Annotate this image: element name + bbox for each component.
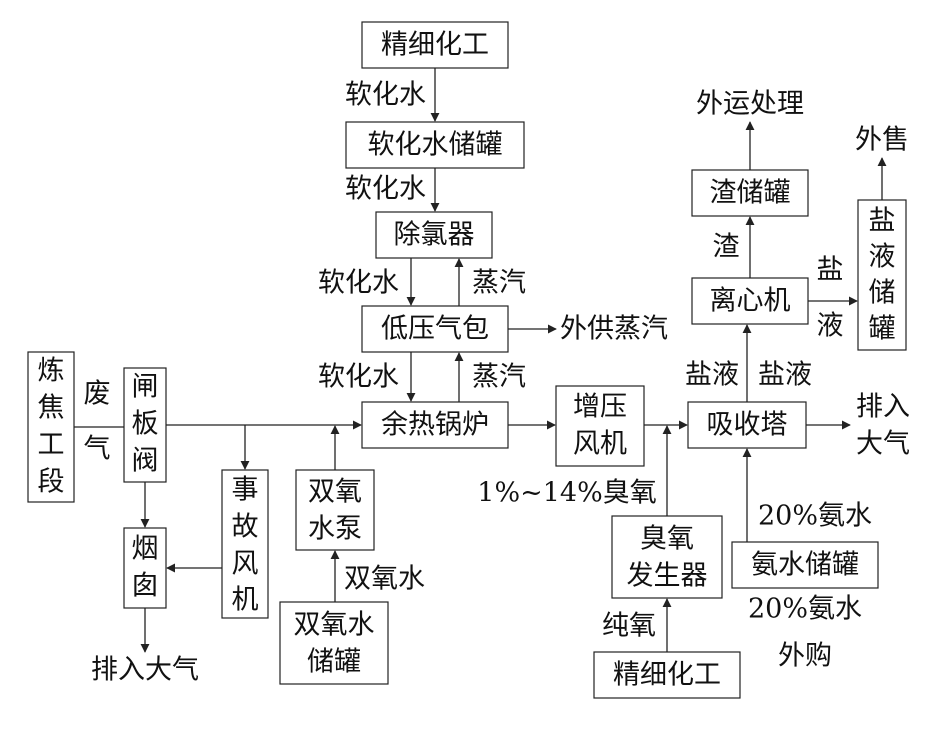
- label-to-atmosphere-right-1: 排入: [856, 392, 910, 423]
- node-fine-chemical-bottom: 精细化工: [593, 651, 741, 699]
- svg-text:精细化工: 精细化工: [613, 660, 721, 691]
- svg-text:水泵: 水泵: [308, 514, 362, 545]
- svg-text:工: 工: [38, 430, 65, 461]
- node-h2o2-pump: 双氧 水泵: [295, 469, 375, 551]
- node-gate-valve: 闸 板 阀: [123, 367, 167, 483]
- node-brine-storage-tank: 盐 液 储 罐: [857, 199, 907, 351]
- label-to-atmosphere-bottom: 排入大气: [91, 655, 199, 686]
- svg-text:发生器: 发生器: [627, 561, 708, 592]
- svg-text:除氯器: 除氯器: [394, 220, 475, 251]
- svg-text:氨水储罐: 氨水储罐: [751, 550, 859, 581]
- svg-text:段: 段: [38, 467, 65, 498]
- label-to-atmosphere-right-2: 大气: [856, 429, 910, 460]
- flow-lines: [74, 68, 887, 653]
- svg-text:故: 故: [232, 512, 259, 543]
- node-emergency-fan: 事 故 风 机: [221, 469, 269, 619]
- label-brine-vertical-2: 液: [817, 311, 844, 342]
- node-centrifuge: 离心机: [691, 277, 809, 325]
- svg-text:囱: 囱: [132, 571, 159, 602]
- svg-text:液: 液: [869, 242, 896, 273]
- label-waste-gas-2: 气: [84, 434, 111, 465]
- svg-text:低压气包: 低压气包: [381, 314, 489, 345]
- node-residue-tank: 渣储罐: [691, 169, 809, 217]
- node-low-pressure-drum: 低压气包: [361, 305, 509, 353]
- label-external-steam: 外供蒸汽: [560, 314, 668, 345]
- label-soft-water-1: 软化水: [345, 80, 426, 111]
- svg-text:精细化工: 精细化工: [381, 30, 489, 61]
- svg-text:盐: 盐: [869, 206, 896, 237]
- label-hydrogen-peroxide: 双氧水: [344, 564, 425, 595]
- label-purchased: 外购: [778, 641, 832, 672]
- svg-text:软化水储罐: 软化水储罐: [368, 130, 503, 161]
- svg-text:烟: 烟: [132, 534, 159, 565]
- svg-text:臭氧: 臭氧: [640, 524, 694, 555]
- svg-text:渣储罐: 渣储罐: [710, 178, 791, 209]
- node-ammonia-water-tank: 氨水储罐: [731, 541, 879, 589]
- svg-text:离心机: 离心机: [710, 286, 791, 317]
- label-soft-water-4: 软化水: [318, 362, 399, 393]
- svg-text:风: 风: [232, 549, 259, 580]
- label-for-sale: 外售: [855, 125, 909, 156]
- svg-text:双氧水: 双氧水: [294, 610, 375, 641]
- label-ammonia-20-b: 20%氨水: [748, 594, 862, 625]
- svg-text:吸收塔: 吸收塔: [707, 410, 788, 441]
- node-h2o2-tank: 双氧水 储罐: [279, 601, 389, 685]
- node-coking-section: 炼 焦 工 段: [27, 351, 75, 503]
- svg-text:焦: 焦: [38, 393, 65, 424]
- label-ammonia-20-a: 20%氨水: [758, 501, 872, 532]
- label-steam-1: 蒸汽: [472, 268, 526, 299]
- svg-text:闸: 闸: [132, 372, 159, 403]
- flow-labels: 废 气 软化水 软化水 软化水 软化水 蒸汽 蒸汽 外供蒸汽 双氧水 1%~14…: [84, 80, 911, 686]
- svg-text:机: 机: [232, 585, 259, 616]
- svg-text:炼: 炼: [38, 356, 65, 387]
- svg-text:储罐: 储罐: [307, 647, 361, 678]
- svg-text:余热锅炉: 余热锅炉: [381, 410, 489, 441]
- label-brine-1: 盐液: [685, 360, 739, 391]
- label-brine-vertical-1: 盐: [817, 255, 844, 286]
- svg-text:双氧: 双氧: [308, 477, 362, 508]
- label-pure-oxygen: 纯氧: [602, 611, 656, 642]
- svg-text:罐: 罐: [869, 314, 896, 345]
- node-fine-chemical-top: 精细化工: [361, 21, 509, 69]
- node-absorption-tower: 吸收塔: [687, 401, 807, 449]
- node-softened-water-tank: 软化水储罐: [345, 121, 525, 169]
- label-external-disposal: 外运处理: [696, 89, 804, 120]
- svg-text:储: 储: [869, 278, 896, 309]
- label-waste-gas-1: 废: [84, 379, 111, 410]
- label-ozone-percentage: 1%~14%臭氧: [477, 478, 656, 509]
- node-booster-fan: 增压 风机: [555, 385, 645, 467]
- label-soft-water-3: 软化水: [318, 268, 399, 299]
- node-chimney: 烟 囱: [123, 527, 167, 609]
- svg-text:阀: 阀: [132, 446, 159, 477]
- svg-text:板: 板: [132, 409, 159, 440]
- svg-text:事: 事: [232, 475, 259, 506]
- node-dechlorinator: 除氯器: [375, 211, 493, 259]
- label-residue: 渣: [713, 232, 740, 263]
- label-soft-water-2: 软化水: [345, 174, 426, 205]
- node-waste-heat-boiler: 余热锅炉: [361, 401, 509, 449]
- label-brine-2: 盐液: [758, 360, 812, 391]
- svg-text:风机: 风机: [573, 429, 627, 460]
- svg-text:增压: 增压: [573, 392, 627, 423]
- label-steam-2: 蒸汽: [472, 362, 526, 393]
- node-ozone-generator: 臭氧 发生器: [611, 515, 723, 599]
